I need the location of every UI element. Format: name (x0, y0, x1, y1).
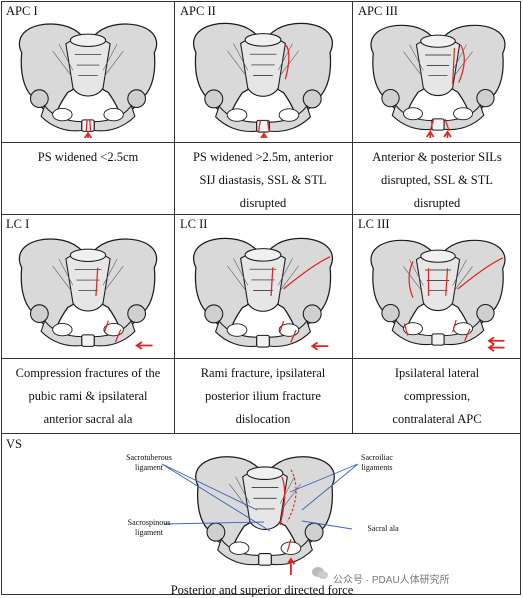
caption-line: contralateral APC (352, 408, 522, 431)
annotation-line: Sacrotuberous (114, 453, 184, 463)
annotation-line: Sacrospinous (114, 518, 184, 528)
caption-line: SIJ diastasis, SSL & STL (174, 169, 352, 192)
annotation-sacral-ala: Sacral ala (358, 524, 408, 534)
caption-line: compression, (352, 385, 522, 408)
pelvis-lc1 (4, 230, 172, 354)
caption-line: Ipsilateral lateral (352, 362, 522, 385)
caption-line: pubic rami & ipsilateral (2, 385, 174, 408)
caption-line: PS widened <2.5cm (2, 146, 174, 169)
caption-line: Anterior & posterior SILs (352, 146, 522, 169)
caption-line: PS widened >2.5m, anterior (174, 146, 352, 169)
caption-apc1: PS widened <2.5cm (2, 146, 174, 169)
annotation-sacrospinous: Sacrospinous ligament (114, 518, 184, 537)
watermark: 公众号 · PDAU人体研究所 (333, 571, 450, 586)
caption-lc1: Compression fractures of the pubic rami … (2, 362, 174, 431)
caption-apc3: Anterior & posterior SILs disrupted, SSL… (352, 146, 522, 215)
panel-label-lc2: LC II (180, 217, 207, 231)
caption-line: Rami fracture, ipsilateral (174, 362, 352, 385)
pelvis-lc2 (178, 230, 348, 354)
pelvis-apc3 (356, 16, 520, 138)
row-divider (2, 358, 520, 359)
annotation-line: ligaments (347, 463, 407, 473)
row-divider (2, 142, 520, 143)
annotation-line: Sacral ala (358, 524, 408, 534)
caption-line: disrupted (352, 192, 522, 215)
annotation-sacrotuberous: Sacrotuberous ligament (114, 453, 184, 472)
panel-label-lc3: LC III (358, 217, 390, 231)
annotation-line: Sacroiliac (347, 453, 407, 463)
caption-line: anterior sacral ala (2, 408, 174, 431)
caption-lc3: Ipsilateral lateral compression, contral… (352, 362, 522, 431)
caption-line: posterior ilium fracture (174, 385, 352, 408)
annotation-sacroiliac: Sacroiliac ligaments (347, 453, 407, 472)
caption-line: Compression fractures of the (2, 362, 174, 385)
pelvis-lc3 (356, 230, 520, 354)
leader-lines (2, 434, 522, 584)
caption-line: disrupted, SSL & STL (352, 169, 522, 192)
pelvis-apc1 (4, 16, 172, 138)
annotation-line: ligament (114, 528, 184, 538)
annotation-line: ligament (114, 463, 184, 473)
caption-lc2: Rami fracture, ipsilateral posterior ili… (174, 362, 352, 431)
caption-apc2: PS widened >2.5m, anterior SIJ diastasis… (174, 146, 352, 215)
pelvis-apc2 (178, 16, 348, 138)
panel-label-lc1: LC I (6, 217, 29, 231)
wechat-icon (311, 566, 329, 580)
caption-line: disrupted (174, 192, 352, 215)
caption-line: dislocation (174, 408, 352, 431)
